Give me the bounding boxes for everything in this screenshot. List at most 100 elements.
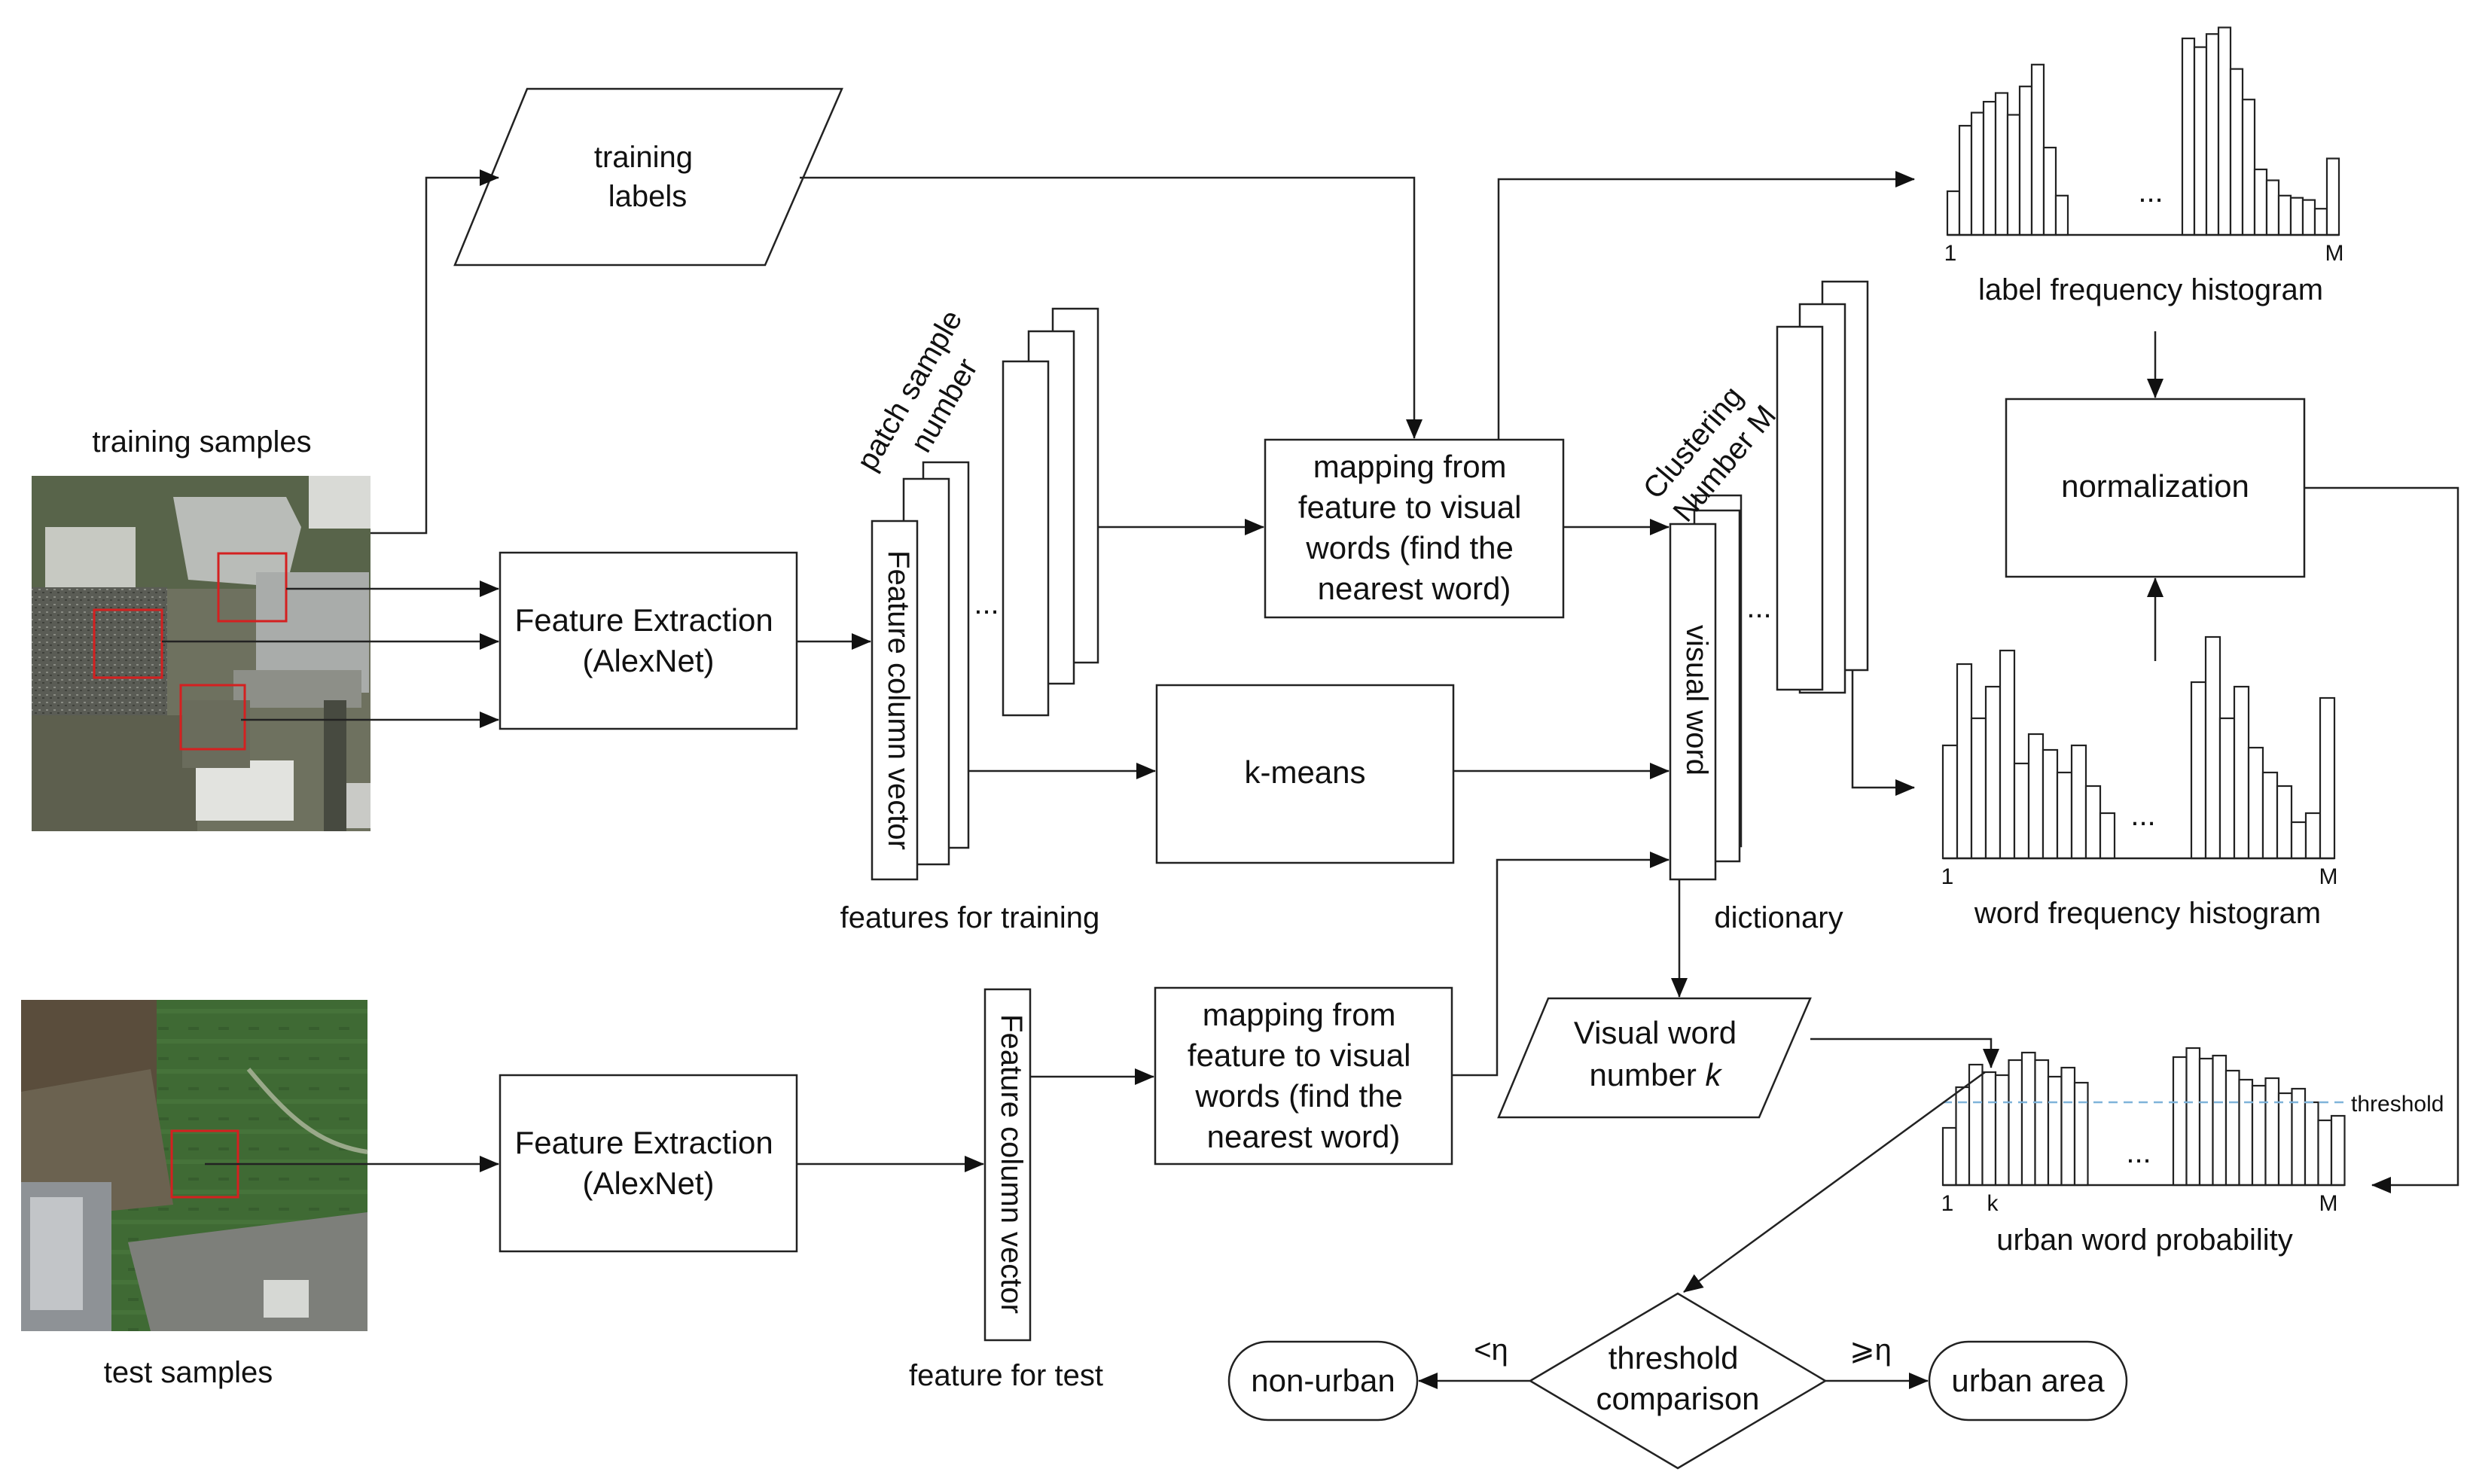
hist-urban-right-bar <box>2251 1084 2267 1187</box>
hist-label-right-bar <box>2313 208 2328 236</box>
non-urban-terminal <box>1227 1340 1419 1422</box>
hist-urban-right-bar <box>2224 1069 2240 1187</box>
hist-word-right-bar <box>2261 771 2279 860</box>
hist-label-right-bar <box>2277 194 2292 236</box>
word-hist-caption: word frequency histogram <box>1974 897 2321 930</box>
threshold-label: threshold <box>2351 1092 2444 1117</box>
hist-urban-right-bar <box>2317 1119 2333 1187</box>
hist-word-right-bar <box>2233 685 2250 860</box>
hist-label-left-bar <box>1982 101 1997 236</box>
hist-label-left-bar <box>1970 111 1985 236</box>
hist-label-left-bar <box>1958 124 1973 236</box>
hist-urban-right-bar <box>2330 1114 2346 1187</box>
visual-word-number-shape <box>1497 997 1812 1119</box>
less-than-eta-label: <η <box>1474 1333 1508 1367</box>
hist-word-right-bar <box>2319 696 2336 860</box>
feature-column-test-box <box>983 988 1032 1342</box>
patch-box-3 <box>179 684 246 751</box>
hist-urban-left-bar <box>1941 1126 1957 1187</box>
dictionary-stack-large <box>1776 280 1869 694</box>
hist-word-left-bar <box>1970 717 1987 860</box>
word-hist-ellipsis: ... <box>2130 799 2155 832</box>
hist-word-left-bar <box>2042 748 2059 860</box>
label-hist-caption: label frequency histogram <box>1978 273 2323 306</box>
hist-word-right-bar <box>2218 717 2236 860</box>
hist-label-left-bar <box>2054 194 2069 236</box>
urban-area-text: urban area <box>1951 1363 2105 1398</box>
hist-urban-left-bar <box>2060 1066 2076 1187</box>
hist-urban-right-bar <box>2264 1077 2280 1187</box>
hist-word-left-bar <box>2056 771 2073 860</box>
hist-label-right-bar <box>2301 199 2316 236</box>
hist-word-left-bar <box>2084 785 2102 860</box>
mapping-test-box <box>1154 986 1453 1166</box>
feature-stack-large <box>1002 307 1099 717</box>
threshold-comparison-diamond <box>1528 1292 1828 1470</box>
visual-word-label: visual word <box>1680 625 1713 776</box>
hist-urban-right-bar <box>2198 1057 2214 1187</box>
label-hist-start-label: 1 <box>1944 241 1957 266</box>
features-for-training-caption: features for training <box>840 901 1100 934</box>
label-frequency-histogram <box>1946 26 2340 236</box>
feature-extraction-train-box <box>499 551 798 730</box>
hist-urban-right-bar <box>2277 1092 2293 1187</box>
urban-word-probability-histogram <box>1941 1047 2350 1187</box>
feature-column-vector-train-label: Feature column vector <box>882 550 915 850</box>
clustering-number-label: Clustering Number M <box>1637 373 1784 529</box>
feature-column-vector-test-label: Feature column vector <box>995 1014 1028 1314</box>
hist-label-right-bar <box>2193 46 2208 236</box>
hist-word-right-bar <box>2276 785 2293 860</box>
hist-urban-left-bar <box>1981 1071 1997 1187</box>
hist-label-right-bar <box>2325 157 2340 236</box>
threshold-comparison-text: threshold comparison <box>1596 1340 1759 1416</box>
feature-extraction-test-text: Feature Extraction (AlexNet) <box>515 1125 782 1201</box>
training-sample-image <box>32 476 370 831</box>
hist-urban-right-bar <box>2185 1047 2201 1187</box>
urban-hist-end-label: M <box>2319 1191 2338 1216</box>
feature-extraction-test-box <box>499 1074 798 1253</box>
test-sample-image <box>21 1000 368 1331</box>
hist-urban-right-bar <box>2304 1101 2319 1187</box>
feature-extraction-train-text: Feature Extraction (AlexNet) <box>515 602 782 678</box>
hist-label-left-bar <box>2030 63 2045 236</box>
hist-urban-right-bar <box>2172 1056 2188 1187</box>
hist-label-left-bar <box>1946 190 1961 236</box>
training-labels-shape <box>453 87 843 267</box>
stack-ellipsis-dictionary: ... <box>1746 591 1771 624</box>
urban-hist-ellipsis: ... <box>2126 1136 2151 1169</box>
stack-ellipsis-train: ... <box>974 587 999 620</box>
hist-word-left-bar <box>1941 744 1959 860</box>
hist-urban-left-bar <box>2034 1059 2050 1187</box>
hist-label-right-bar <box>2181 37 2196 236</box>
greater-equal-eta-label: ⩾η <box>1849 1333 1892 1367</box>
hist-word-left-bar <box>2099 812 2116 860</box>
urban-area-terminal <box>1928 1340 2128 1422</box>
mapping-train-text: mapping from feature to visual words (fi… <box>1298 449 1530 606</box>
word-hist-end-label: M <box>2319 864 2338 889</box>
feature-stack-small <box>871 461 970 881</box>
hist-word-right-bar <box>2190 681 2207 860</box>
hist-label-right-bar <box>2217 26 2232 236</box>
dictionary-stack-small <box>1669 494 1743 881</box>
kmeans-box <box>1155 684 1455 864</box>
dictionary-caption: dictionary <box>1714 901 1843 934</box>
hist-label-right-bar <box>2229 68 2244 236</box>
hist-urban-left-bar <box>2047 1075 2063 1187</box>
patch-box-2 <box>217 552 288 623</box>
training-samples-caption: training samples <box>92 425 311 459</box>
mapping-train-box <box>1264 438 1565 619</box>
hist-word-left-bar <box>1999 649 2016 860</box>
hist-label-right-bar <box>2205 33 2220 236</box>
hist-urban-right-bar <box>2238 1078 2254 1187</box>
hist-word-right-bar <box>2304 812 2322 860</box>
urban-hist-k-label: k <box>1987 1191 1999 1216</box>
hist-label-left-bar <box>1994 92 2009 236</box>
hist-urban-left-bar <box>2073 1081 2089 1187</box>
training-labels-text: training labels <box>594 141 701 213</box>
word-frequency-histogram <box>1941 635 2336 860</box>
normalization-box <box>2005 398 2306 578</box>
hist-word-left-bar <box>2013 762 2030 860</box>
hist-word-right-bar <box>2247 746 2264 860</box>
hist-urban-left-bar <box>1994 1074 2010 1187</box>
test-samples-caption: test samples <box>104 1356 273 1389</box>
